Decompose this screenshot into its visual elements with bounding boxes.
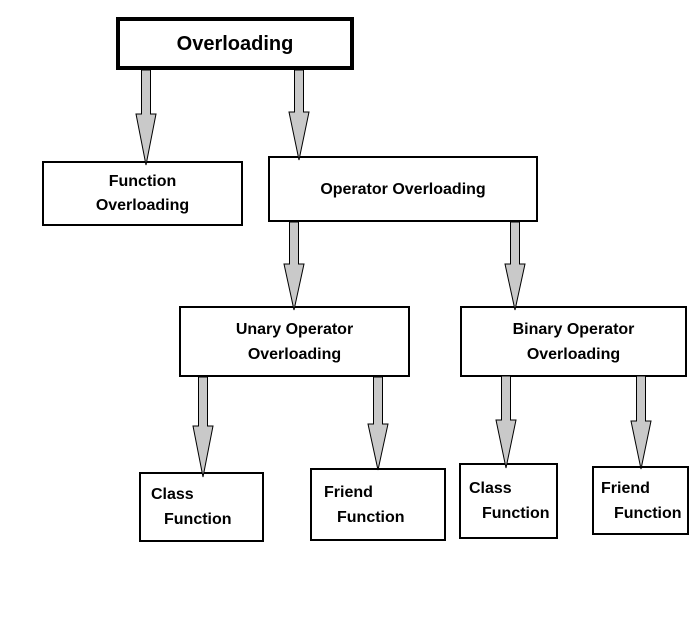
node-unary-class-function-label-line1: Class	[151, 486, 194, 503]
arrow-unary-to-class-function	[192, 376, 214, 478]
arrow-operator-to-binary	[504, 221, 526, 311]
arrow-binary-to-friend-function	[630, 375, 652, 470]
node-unary-class-function: Class Function	[139, 472, 264, 542]
node-unary-friend-function-label-line2: Function	[337, 508, 405, 526]
node-binary-friend-function-label-line2: Function	[614, 504, 682, 522]
node-binary-class-function-label-line1: Class	[469, 480, 512, 497]
node-operator-overloading: Operator Overloading	[268, 156, 538, 222]
node-binary-friend-function: Friend Function	[592, 466, 689, 535]
arrow-unary-to-friend-function	[367, 376, 389, 471]
node-binary-class-function-label-line2: Function	[482, 505, 550, 522]
node-unary-operator-overloading-label-line1: Unary Operator	[235, 320, 354, 338]
arrow-operator-to-unary	[283, 221, 305, 311]
node-unary-friend-function: Friend Function	[310, 468, 446, 541]
node-function-overloading: Function Overloading	[42, 161, 243, 226]
node-function-overloading-label-line1: Function	[108, 172, 177, 190]
node-binary-class-function: Class Function	[459, 463, 558, 539]
arrow-overloading-to-function-overloading	[135, 69, 157, 166]
node-binary-operator-overloading-label-line2: Overloading	[526, 345, 621, 363]
arrow-overloading-to-operator-overloading	[288, 69, 310, 161]
node-binary-friend-function-label-line1: Friend	[601, 479, 650, 497]
node-unary-friend-function-label-line1: Friend	[324, 483, 373, 501]
node-binary-operator-overloading: Binary Operator Overloading	[460, 306, 687, 377]
node-function-overloading-label-line2: Overloading	[95, 196, 190, 214]
node-binary-operator-overloading-label-line1: Binary Operator	[512, 320, 635, 338]
node-overloading-label: Overloading	[176, 32, 294, 55]
arrow-binary-to-class-function	[495, 375, 517, 469]
node-overloading: Overloading	[116, 17, 354, 70]
node-operator-overloading-label: Operator Overloading	[320, 180, 486, 198]
node-unary-class-function-label-line2: Function	[164, 511, 232, 528]
node-unary-operator-overloading: Unary Operator Overloading	[179, 306, 410, 377]
node-unary-operator-overloading-label-line2: Overloading	[247, 345, 342, 363]
